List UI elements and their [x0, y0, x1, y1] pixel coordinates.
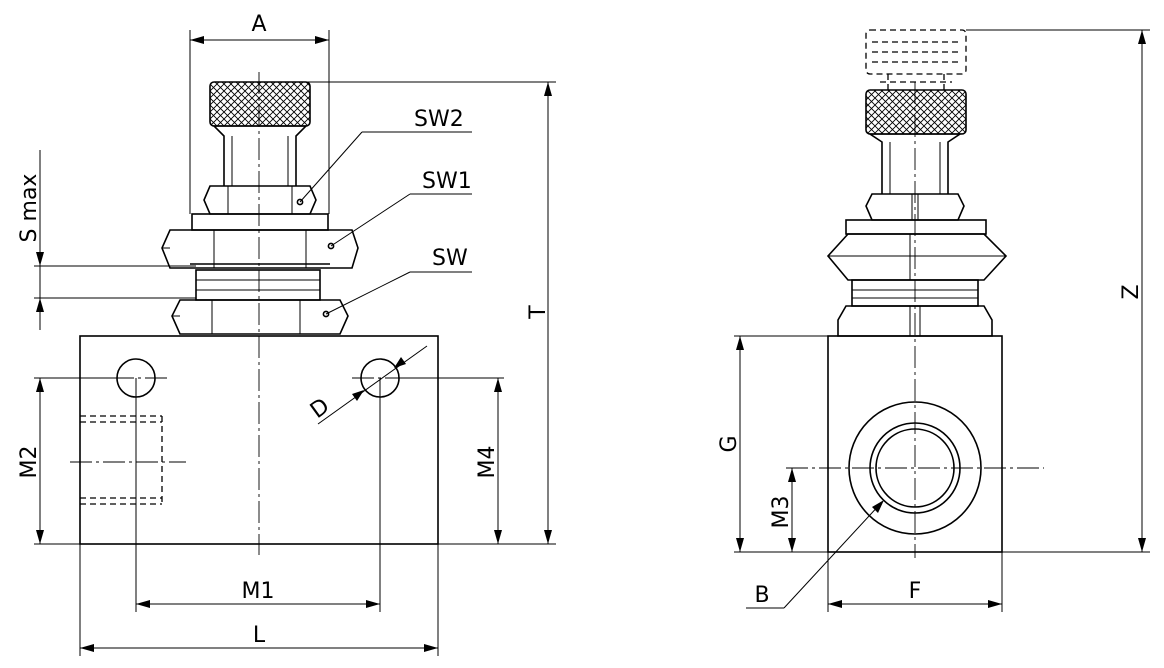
- dim-m4-label: M4: [475, 446, 500, 479]
- thread-section: [195, 269, 321, 301]
- dim-a: [189, 30, 330, 214]
- dim-m2-label: M2: [17, 446, 42, 479]
- side-view: Z G M3 F: [717, 29, 1150, 612]
- port-outer-circle: [848, 401, 982, 535]
- dim-s-max-label: S max: [17, 174, 42, 243]
- dim-g-label: G: [717, 435, 742, 452]
- washer-side: [845, 219, 987, 235]
- dim-l-label: L: [253, 623, 266, 648]
- leader-sw: [322, 271, 472, 318]
- leader-sw2: [296, 131, 472, 206]
- dim-g: [734, 335, 828, 553]
- dim-m3: [788, 468, 796, 552]
- dim-m1: [135, 378, 381, 612]
- small-hex-sw2: [203, 185, 317, 215]
- dim-m3-label: M3: [769, 496, 794, 529]
- dim-d-label: D: [306, 394, 334, 424]
- knurled-knob-max-position: [865, 29, 967, 90]
- front-view: A T S max M2: [17, 12, 556, 656]
- side-port-hidden: [80, 415, 163, 505]
- hex-nut-side: [826, 233, 1008, 281]
- dim-t: [262, 81, 556, 545]
- dim-a-label: A: [251, 12, 266, 37]
- leader-sw1: [327, 193, 472, 250]
- dim-z: [966, 29, 1150, 553]
- dim-l: [79, 544, 439, 656]
- dim-z-label: Z: [1119, 284, 1144, 299]
- lock-nut-side: [837, 305, 993, 337]
- dim-f: [827, 552, 1003, 612]
- dim-f-label: F: [909, 579, 922, 604]
- washer-front: [191, 213, 329, 231]
- label-sw2: SW2: [414, 107, 464, 132]
- hex-nut-sw1: [161, 229, 359, 269]
- dim-t-label: T: [526, 305, 551, 320]
- label-b: B: [754, 583, 769, 608]
- dim-d: [317, 345, 428, 425]
- label-sw: SW: [432, 246, 468, 271]
- dim-m4: [398, 377, 504, 545]
- lock-nut-sw: [171, 299, 349, 335]
- dim-m1-label: M1: [242, 579, 275, 604]
- small-hex-side: [865, 193, 965, 221]
- dim-s-max: [34, 150, 196, 330]
- leader-b: [746, 500, 884, 609]
- spindle-front: [212, 125, 308, 186]
- knurled-knob-side: [865, 89, 967, 135]
- dim-m2: [34, 377, 118, 545]
- knurled-knob-front: [209, 81, 311, 127]
- label-sw1: SW1: [422, 169, 472, 194]
